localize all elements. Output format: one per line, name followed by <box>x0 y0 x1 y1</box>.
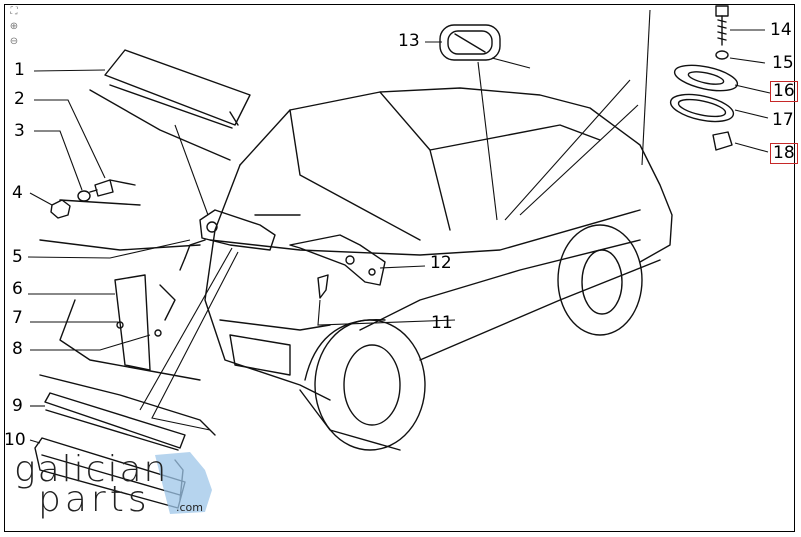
front-wheel <box>304 318 426 451</box>
callout-10[interactable]: 10 <box>4 430 26 450</box>
part-16-gasket <box>673 64 739 92</box>
part-5-lock-bracket <box>179 209 276 271</box>
callout-3[interactable]: 3 <box>14 121 25 141</box>
rear-wheel <box>557 224 643 336</box>
zoom-in-icon[interactable]: ⊕ <box>9 21 19 32</box>
callout-9[interactable]: 9 <box>12 396 23 416</box>
diagram-frame <box>4 4 795 532</box>
car-body-outline <box>39 87 673 451</box>
zoom-toolbar: ⛶ ⊕ ⊖ <box>8 6 22 51</box>
part-1-seal-strip <box>104 49 251 129</box>
part-17-gasket <box>669 93 735 123</box>
watermark-suffix: .com <box>176 501 203 514</box>
callout-5[interactable]: 5 <box>12 247 23 267</box>
callout-14[interactable]: 14 <box>770 20 792 40</box>
part-3-washer <box>77 190 91 202</box>
callout-12[interactable]: 12 <box>430 253 452 273</box>
part-2-bolt <box>89 179 114 197</box>
part-14-screw <box>715 5 729 46</box>
leader-lines <box>27 9 771 444</box>
callout-7[interactable]: 7 <box>12 308 23 328</box>
fit-icon[interactable]: ⛶ <box>10 6 18 17</box>
part-9-lower-seal <box>44 392 186 451</box>
part-18-clip <box>712 131 733 151</box>
callout-18[interactable]: 18 <box>770 143 798 164</box>
watermark-line1: galician <box>14 449 169 490</box>
zoom-out-icon[interactable]: ⊖ <box>9 36 19 47</box>
part-12-hinge-arm <box>289 234 386 286</box>
callout-1[interactable]: 1 <box>14 60 25 80</box>
part-15-washer <box>715 50 729 60</box>
part-6-latch-plate <box>114 274 176 371</box>
callout-17[interactable]: 17 <box>772 110 794 130</box>
callout-4[interactable]: 4 <box>12 183 23 203</box>
callout-2[interactable]: 2 <box>14 89 25 109</box>
callout-11[interactable]: 11 <box>431 313 453 333</box>
callout-6[interactable]: 6 <box>12 279 23 299</box>
callout-16[interactable]: 16 <box>770 81 798 102</box>
part-13-grommet <box>439 24 501 61</box>
callout-13[interactable]: 13 <box>398 31 420 51</box>
callout-8[interactable]: 8 <box>12 339 23 359</box>
part-4-nut <box>50 199 71 219</box>
part-11-striker <box>317 274 329 299</box>
watermark-line2: parts <box>38 479 151 520</box>
watermark-logo <box>155 452 212 514</box>
callout-15[interactable]: 15 <box>772 53 794 73</box>
